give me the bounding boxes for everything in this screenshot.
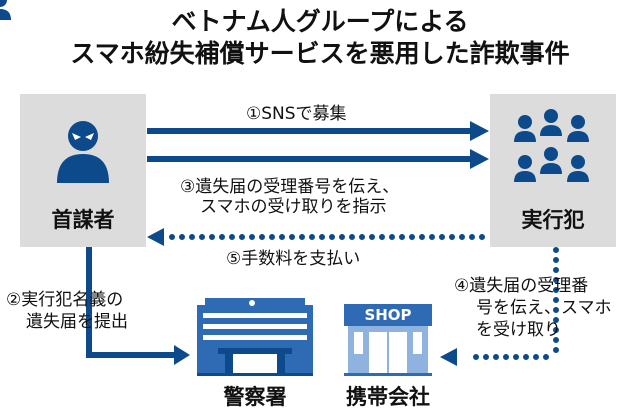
step4-text-2: 号を伝え、スマホ [476, 298, 612, 318]
carrier-label: 携帯会社 [346, 385, 430, 409]
arrow-instruct [147, 149, 489, 169]
arrow-recruit [147, 121, 489, 141]
step3-text-2: スマホの受け取りを指示 [200, 197, 387, 217]
arrow-payment [147, 228, 491, 246]
step3-text-1: ③遺失届の受理番号を伝え、 [180, 177, 400, 197]
group-icon [0, 0, 589, 182]
villain-icon [57, 121, 109, 183]
step1-text: ①SNSで募集 [246, 104, 347, 124]
step2-text-1: ②実行犯名義の [6, 290, 124, 310]
police-label: 警察署 [223, 385, 287, 409]
step5-text: ⑤手数料を支払い [226, 249, 361, 269]
shop-sign: SHOP [364, 306, 412, 324]
step2-text-2: 遺失届を提出 [26, 312, 128, 332]
executor-label: 実行犯 [521, 208, 585, 232]
title-line-2: スマホ紛失補償サービスを悪用した詐欺事件 [70, 39, 570, 68]
arrow-receive [440, 247, 559, 366]
police-station-icon [197, 298, 313, 376]
title-line-1: ベトナム人グループによる [171, 7, 469, 36]
leader-label: 首謀者 [51, 208, 115, 232]
step4-text-1: ④遺失届の受理番 [454, 276, 589, 296]
step4-text-3: を受け取り [476, 320, 561, 340]
arrow-report [86, 247, 190, 365]
shop-icon [344, 304, 432, 376]
